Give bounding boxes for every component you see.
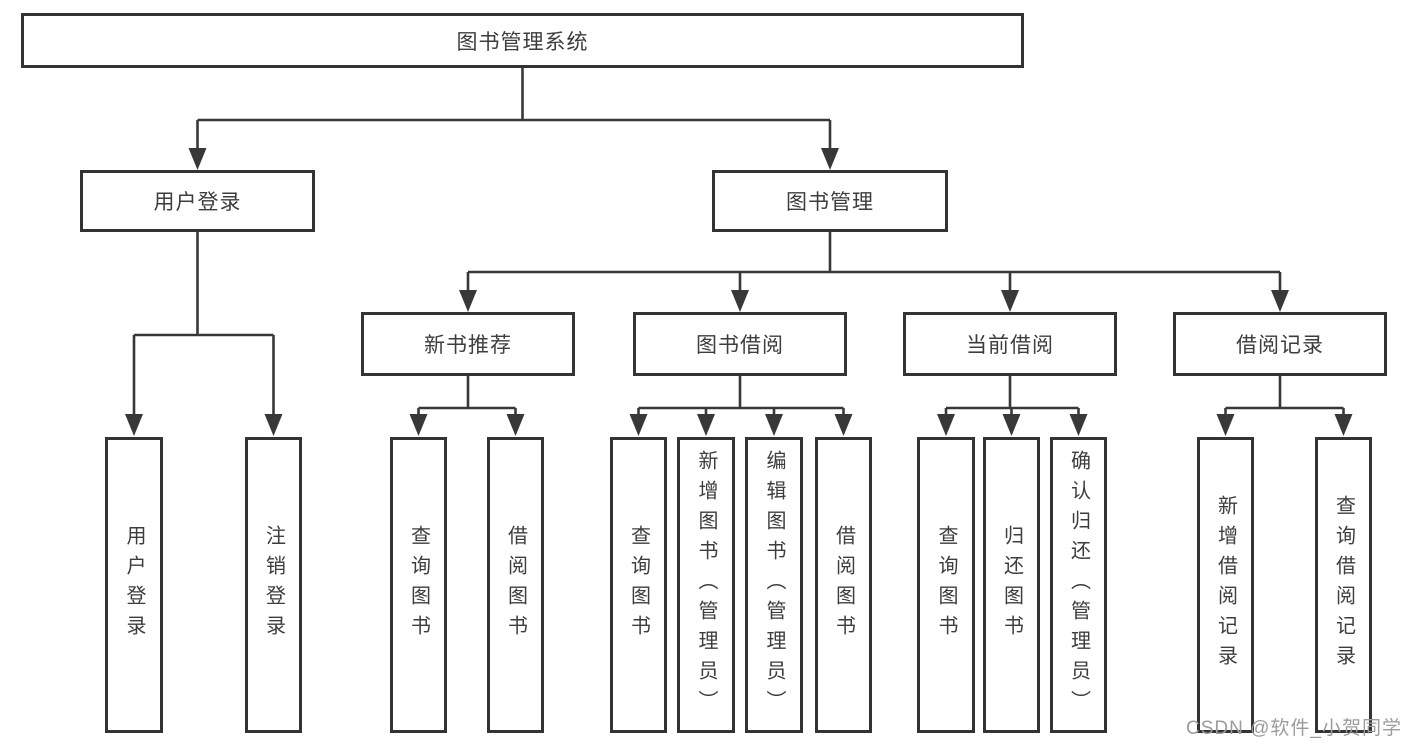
node-label: 借阅图书 — [832, 525, 855, 645]
leaf-add-borrow-record: 新增借阅记录 — [1197, 437, 1254, 733]
leaf-edit-books-admin: 编辑图书（管理员） — [745, 437, 803, 733]
node-label: 用户登录 — [123, 525, 145, 645]
node-label: 查询借阅记录 — [1332, 495, 1355, 675]
node-label: 编辑图书（管理员） — [763, 450, 785, 720]
node-user-login: 用户登录 — [80, 170, 315, 232]
node-book-borrowing: 图书借阅 — [633, 312, 847, 376]
node-label: 新增图书（管理员） — [695, 450, 717, 720]
node-label: 图书管理 — [786, 191, 874, 214]
edge-lines — [132, 68, 1345, 414]
node-label: 查询图书 — [627, 525, 650, 645]
node-new-book-recommendation: 新书推荐 — [361, 312, 575, 376]
node-label: 图书借阅 — [696, 334, 784, 357]
leaf-query-borrow-record: 查询借阅记录 — [1315, 437, 1372, 733]
node-label: 归还图书 — [1000, 525, 1023, 645]
leaf-borrow-books-recommend: 借阅图书 — [487, 437, 544, 733]
node-label: 用户登录 — [153, 191, 242, 214]
leaf-query-books-recommend: 查询图书 — [390, 437, 447, 733]
edge-arrowheads — [125, 148, 1353, 436]
node-label: 确认归还（管理员） — [1067, 450, 1090, 720]
csdn-watermark: CSDN @软件_小贺同学 — [1186, 718, 1402, 739]
node-current-borrowing: 当前借阅 — [903, 312, 1117, 376]
leaf-logout-login: 注销登录 — [245, 437, 302, 733]
node-library-management-system: 图书管理系统 — [21, 13, 1024, 68]
leaf-add-books-admin: 新增图书（管理员） — [677, 437, 735, 733]
leaf-borrow-books-borrowing: 借阅图书 — [815, 437, 872, 733]
leaf-query-books-borrowing: 查询图书 — [610, 437, 667, 733]
node-label: 当前借阅 — [966, 334, 1054, 357]
node-label: 注销登录 — [262, 525, 285, 645]
node-label: 图书管理系统 — [456, 30, 589, 54]
leaf-query-books-current: 查询图书 — [917, 437, 975, 733]
node-borrowing-records: 借阅记录 — [1173, 312, 1387, 376]
leaf-user-login: 用户登录 — [105, 437, 163, 733]
node-label: 借阅图书 — [504, 525, 527, 645]
node-label: 新书推荐 — [424, 334, 512, 357]
node-book-management: 图书管理 — [712, 170, 948, 232]
leaf-confirm-return-admin: 确认归还（管理员） — [1050, 437, 1107, 733]
node-label: 查询图书 — [935, 525, 957, 645]
node-label: 借阅记录 — [1236, 334, 1324, 357]
node-label: 新增借阅记录 — [1214, 495, 1237, 675]
leaf-return-books: 归还图书 — [983, 437, 1040, 733]
node-label: 查询图书 — [407, 525, 430, 645]
